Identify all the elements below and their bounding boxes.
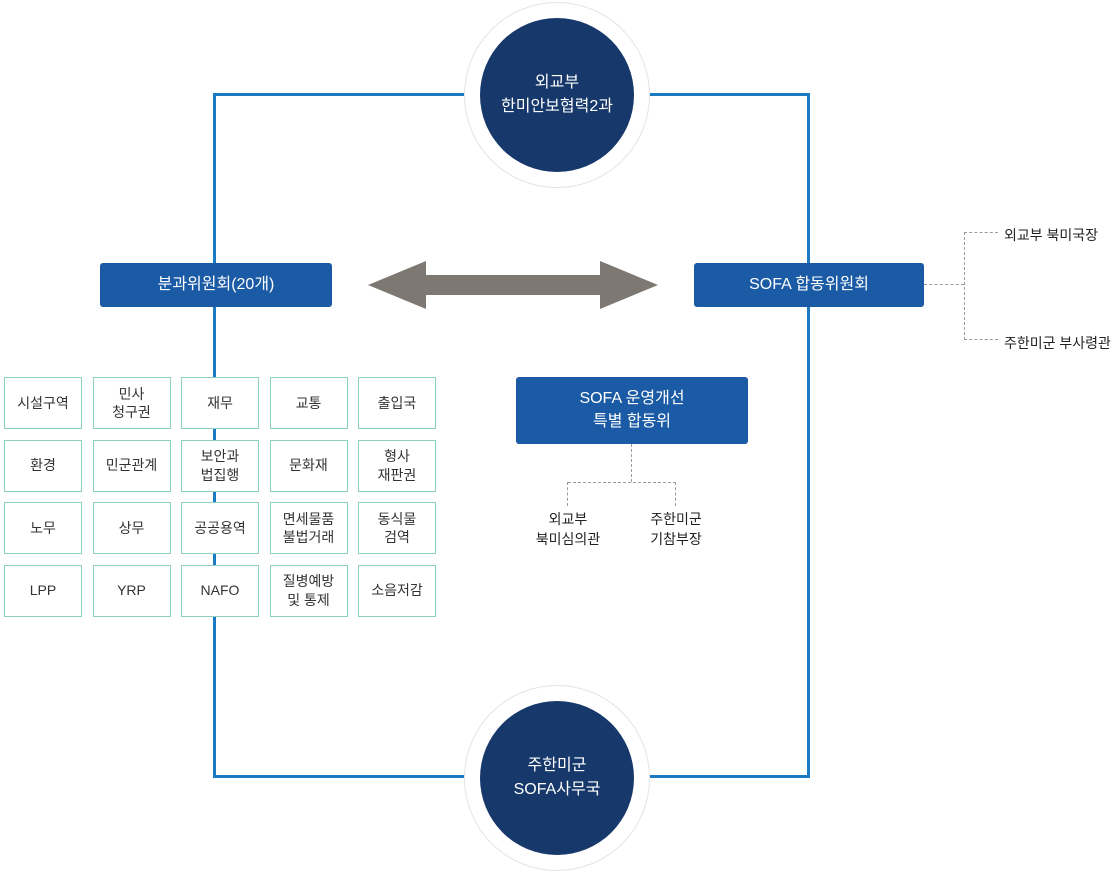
subcommittee-cell: NAFO [181, 564, 259, 617]
subcommittee-cell: 민군관계 [92, 439, 171, 492]
special-connector-cross [568, 482, 676, 483]
bottom-node-label: 주한미군 SOFA사무국 [513, 757, 601, 798]
joint-heads-connector-top [964, 232, 998, 233]
subcommittee-cell: 동식물 검역 [358, 502, 436, 554]
subcommittee-cell: 문화재 [269, 439, 348, 492]
top-node: 외교부 한미안보협력2과 [480, 18, 634, 172]
subcommittee-grid: 시설구역 민사 청구권 재무 교통 출입국 환경 민군관계 보안과 법집행 문화… [4, 377, 436, 617]
subcommittee-cell: 공공용역 [181, 502, 259, 554]
joint-heads-connector-spine [964, 232, 965, 340]
subcommittee-cell: YRP [92, 564, 171, 617]
special-connector-stem [631, 444, 632, 482]
subcommittee-cell: 질병예방 및 통제 [269, 564, 348, 617]
subcommittee-cell: 소음저감 [358, 564, 436, 617]
label-mofa-deputy-director: 외교부 북미심의관 [535, 511, 601, 548]
top-node-label: 외교부 한미안보협력2과 [501, 74, 613, 115]
subcommittee-box: 분과위원회(20개) [100, 263, 332, 307]
subcommittee-cell: 출입국 [358, 377, 436, 429]
subcommittee-cell: 형사 재판권 [358, 439, 436, 492]
bottom-node-ring: 주한미군 SOFA사무국 [464, 685, 650, 871]
subcommittee-cell: 민사 청구권 [92, 377, 171, 429]
joint-committee-box: SOFA 합동위원회 [694, 263, 924, 307]
subcommittee-cell: 교통 [269, 377, 348, 429]
subcommittee-cell: LPP [4, 564, 82, 617]
special-committee-box: SOFA 운영개선 특별 합동위 [516, 377, 748, 444]
subcommittee-cell: 노무 [4, 502, 82, 554]
subcommittee-cell: 보안과 법집행 [181, 439, 259, 492]
subcommittee-box-label: 분과위원회(20개) [157, 275, 275, 293]
special-committee-box-label: SOFA 운영개선 특별 합동위 [579, 390, 685, 430]
joint-committee-box-label: SOFA 합동위원회 [749, 275, 869, 293]
subcommittee-cell: 면세물품 불법거래 [269, 502, 348, 554]
bidirectional-arrow-icon [368, 261, 658, 309]
subcommittee-cell: 재무 [181, 377, 259, 429]
special-connector-left-drop [567, 482, 568, 506]
joint-heads-connector-bottom [964, 339, 998, 340]
bottom-node: 주한미군 SOFA사무국 [480, 701, 634, 855]
top-node-ring: 외교부 한미안보협력2과 [464, 2, 650, 188]
label-mofa-director: 외교부 북미국장 [1004, 227, 1099, 243]
subcommittee-cell: 환경 [4, 439, 82, 492]
joint-heads-connector-stem [924, 284, 964, 285]
subcommittee-cell: 시설구역 [4, 377, 82, 429]
subcommittee-cell: 상무 [92, 502, 171, 554]
special-connector-right-drop [675, 482, 676, 506]
label-usfk-chief-of-staff: 주한미군 기참부장 [650, 511, 702, 548]
label-usfk-deputy-commander: 주한미군 부사령관 [1004, 335, 1111, 351]
